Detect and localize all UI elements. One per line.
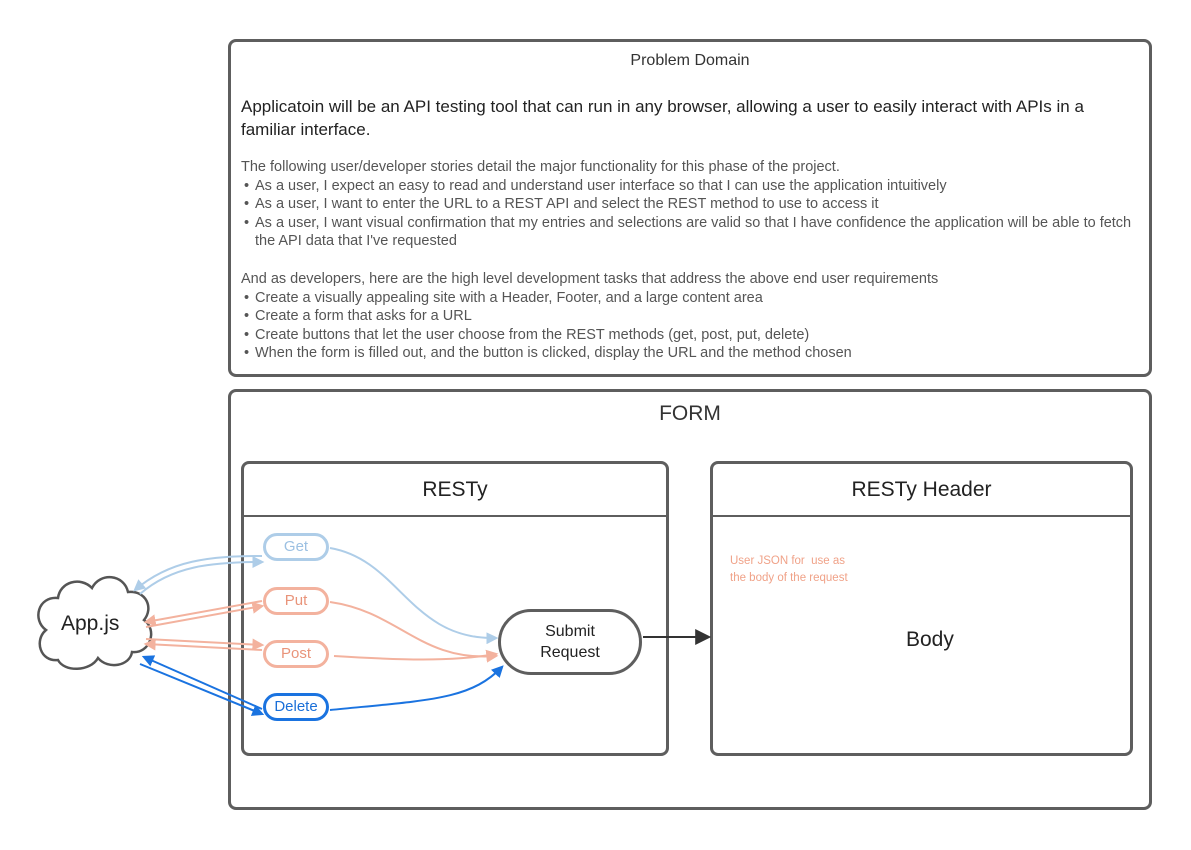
resty-panel-header: RESTy [244,464,666,517]
developer-tasks: And as developers, here are the high lev… [241,270,1146,363]
app-cloud-shape [37,576,153,670]
task-item: Create a form that asks for a URL [241,307,1146,326]
stories-intro: The following user/developer stories det… [241,159,840,175]
delete-button[interactable]: Delete [263,693,329,721]
problem-intro-text: Applicatoin will be an API testing tool … [241,97,1084,139]
problem-domain-box: Problem Domain Applicatoin will be an AP… [228,39,1152,377]
get-to-app-connector [133,555,263,592]
problem-domain-title: Problem Domain [630,52,750,69]
task-item: Create buttons that let the user choose … [241,326,1146,345]
task-item: When the form is filled out, and the but… [241,344,1146,363]
resty-header-panel: RESTy Header [710,461,1133,756]
tasks-intro: And as developers, here are the high lev… [241,271,939,287]
get-to-submit-connector [329,547,499,645]
delete-to-app-connector [141,655,263,710]
delete-to-submit-connector [329,665,504,711]
post-to-app-connector [143,638,263,651]
body-note: User JSON for use as the body of the req… [730,555,848,584]
form-title: FORM [659,402,721,425]
resty-panel: RESTy [241,461,669,756]
submit-request-button[interactable]: Submit Request [498,609,642,675]
post-to-submit-connector [333,649,499,662]
form-box: FORM [228,389,1152,810]
put-to-app-connector [143,600,263,627]
user-stories: The following user/developer stories det… [241,158,1146,251]
app-to-put-connector [145,601,265,628]
task-item: Create a visually appealing site with a … [241,289,1146,308]
put-button[interactable]: Put [263,587,329,615]
post-button[interactable]: Post [263,640,329,668]
resty-panel-title: RESTy [422,478,488,501]
app-to-get-connector [139,556,265,595]
story-item: As a user, I want visual confirmation th… [241,214,1146,251]
resty-header-panel-header: RESTy Header [713,464,1130,517]
app-js-label: App.js [61,612,120,635]
put-to-submit-connector [329,601,499,663]
app-to-post-connector [145,638,265,651]
story-item: As a user, I expect an easy to read and … [241,177,1146,196]
body-label: Body [906,628,954,651]
get-button[interactable]: Get [263,533,329,561]
app-to-delete-connector [139,663,265,716]
story-item: As a user, I want to enter the URL to a … [241,195,1146,214]
resty-header-panel-title: RESTy Header [851,478,992,501]
